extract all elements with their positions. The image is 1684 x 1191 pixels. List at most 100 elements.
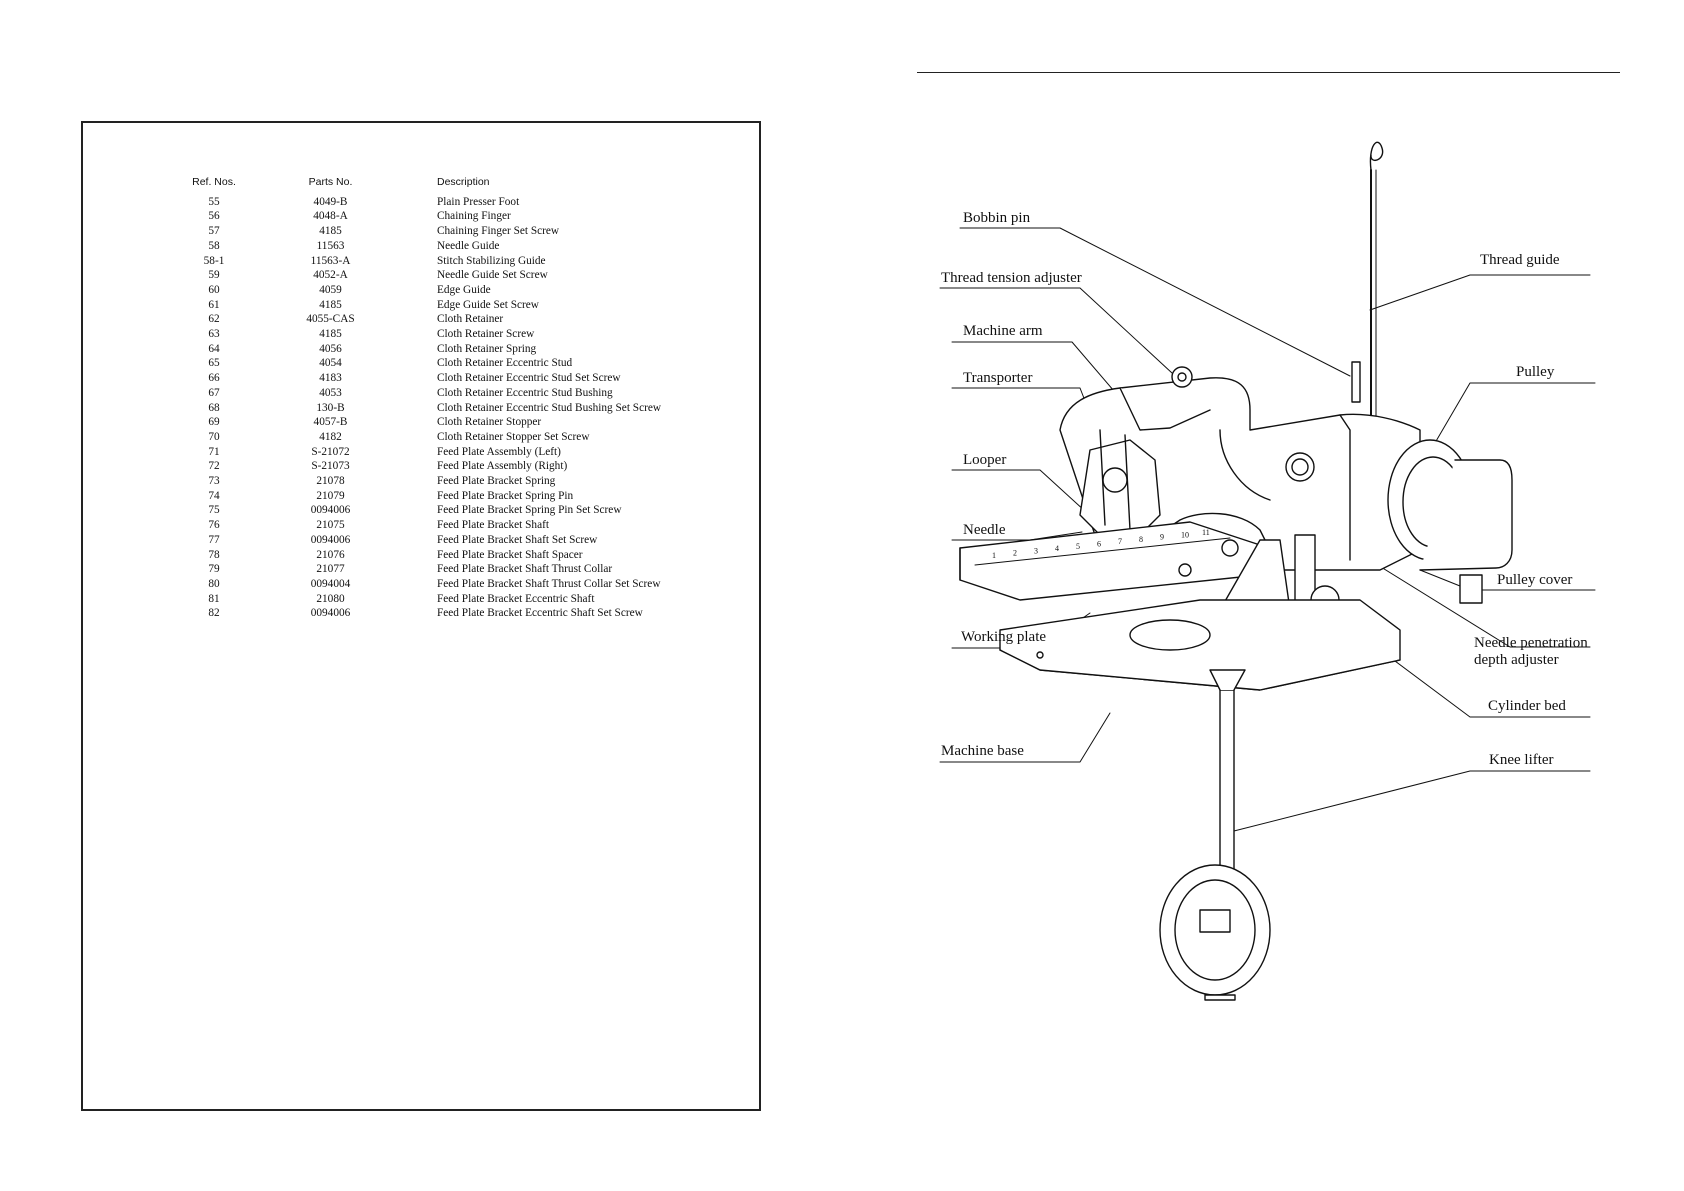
ref-no-cell: 78 <box>208 548 220 561</box>
label-thread-tension-adjuster: Thread tension adjuster <box>941 270 1082 286</box>
ref-no-cell: 58 <box>208 239 220 252</box>
ref-no-cell: 61 <box>208 298 220 311</box>
description-cell: Cloth Retainer Stopper Set Screw <box>437 430 590 443</box>
description-cell: Cloth Retainer Stopper <box>437 416 542 429</box>
part-no-cell: 11563-A <box>310 254 351 267</box>
description-cell: Edge Guide <box>437 283 491 296</box>
parts-no-header: Parts No. <box>308 176 353 188</box>
scale-number: 11 <box>1202 528 1210 537</box>
ref-no-cell: 72 <box>208 460 220 473</box>
description-cell: Cloth Retainer Eccentric Stud <box>437 357 573 370</box>
description-cell: Feed Plate Bracket Spring Pin Set Screw <box>437 504 622 517</box>
scale-number: 9 <box>1160 533 1164 542</box>
part-no-cell: S-21073 <box>311 460 350 473</box>
label-looper: Looper <box>963 452 1007 468</box>
part-no-cell: 0094006 <box>310 504 351 517</box>
ref-no-cell: 73 <box>208 475 220 488</box>
part-no-cell: 21080 <box>316 592 345 605</box>
part-no-cell: 4185 <box>319 225 342 238</box>
description-cell: Cloth Retainer <box>437 313 504 326</box>
label-bobbin-pin: Bobbin pin <box>963 210 1031 226</box>
part-no-cell: S-21072 <box>311 445 350 458</box>
ref-no-cell: 82 <box>208 607 220 620</box>
label-machine-arm: Machine arm <box>963 323 1043 339</box>
part-no-cell: 21076 <box>316 548 345 561</box>
page-header-rule <box>917 72 1620 73</box>
part-no-cell: 21079 <box>316 489 345 502</box>
label-pulley: Pulley <box>1516 364 1555 380</box>
label-needle: Needle <box>963 522 1006 538</box>
label-cylinder-bed: Cylinder bed <box>1488 698 1566 714</box>
ref-no-cell: 65 <box>208 357 220 370</box>
ref-no-cell: 80 <box>208 577 220 590</box>
part-no-cell: 4056 <box>319 342 342 355</box>
machine-base <box>999 599 1401 691</box>
description-cell: Cloth Retainer Screw <box>437 328 535 341</box>
description-cell: Edge Guide Set Screw <box>437 298 539 311</box>
scale-number: 4 <box>1055 544 1059 553</box>
ref-no-cell: 81 <box>208 592 220 605</box>
part-no-cell: 11563 <box>316 239 345 252</box>
ref-no-cell: 62 <box>208 313 220 326</box>
ref-no-cell: 76 <box>208 519 220 532</box>
ref-no-cell: 75 <box>208 504 220 517</box>
scale-number: 8 <box>1139 535 1143 544</box>
label-knee-lifter: Knee lifter <box>1489 752 1554 768</box>
parts-row: 73 21078 Feed Plate Bracket Spring <box>83 474 759 489</box>
scale-number: 1 <box>992 551 996 560</box>
part-no-cell: 4053 <box>319 386 342 399</box>
ref-no-cell: 67 <box>208 386 220 399</box>
parts-row: 66 4183 Cloth Retainer Eccentric Stud Set … <box>83 371 759 386</box>
part-no-cell: 4059 <box>319 283 342 296</box>
part-no-cell: 0094004 <box>310 577 351 590</box>
description-cell: Feed Plate Bracket Shaft Thrust Collar <box>437 563 613 576</box>
description-cell: Feed Plate Bracket Shaft <box>437 519 549 532</box>
parts-row: 61 4185 Edge Guide Set Screw <box>83 298 759 313</box>
description-cell: Feed Plate Bracket Spring <box>437 475 556 488</box>
label-depth-adjuster: depth adjuster <box>1474 652 1559 668</box>
part-no-cell: 4185 <box>319 298 342 311</box>
part-no-cell: 0094006 <box>310 533 351 546</box>
part-no-cell: 4182 <box>319 430 342 443</box>
description-cell: Feed Plate Bracket Eccentric Shaft Set S… <box>437 607 643 620</box>
description-cell: Feed Plate Bracket Eccentric Shaft <box>437 592 595 605</box>
scale-number: 10 <box>1181 530 1189 539</box>
description-cell: Cloth Retainer Eccentric Stud Set Screw <box>437 372 621 385</box>
part-no-cell: 4054 <box>319 357 342 370</box>
part-no-cell: 21078 <box>316 475 345 488</box>
needle-head <box>1079 429 1161 536</box>
ref-no-cell: 66 <box>208 372 220 385</box>
ref-no-cell: 71 <box>208 445 220 458</box>
ref-no-cell: 59 <box>208 269 220 282</box>
part-no-cell: 4183 <box>319 372 342 385</box>
ref-no-cell: 77 <box>208 533 220 546</box>
part-no-cell: 4049-B <box>313 195 348 208</box>
part-no-cell: 4057-B <box>313 416 348 429</box>
ref-nos-header: Ref. Nos. <box>192 176 236 188</box>
scale-number: 7 <box>1118 537 1122 546</box>
label-needle-penetration: Needle penetration <box>1474 635 1588 651</box>
